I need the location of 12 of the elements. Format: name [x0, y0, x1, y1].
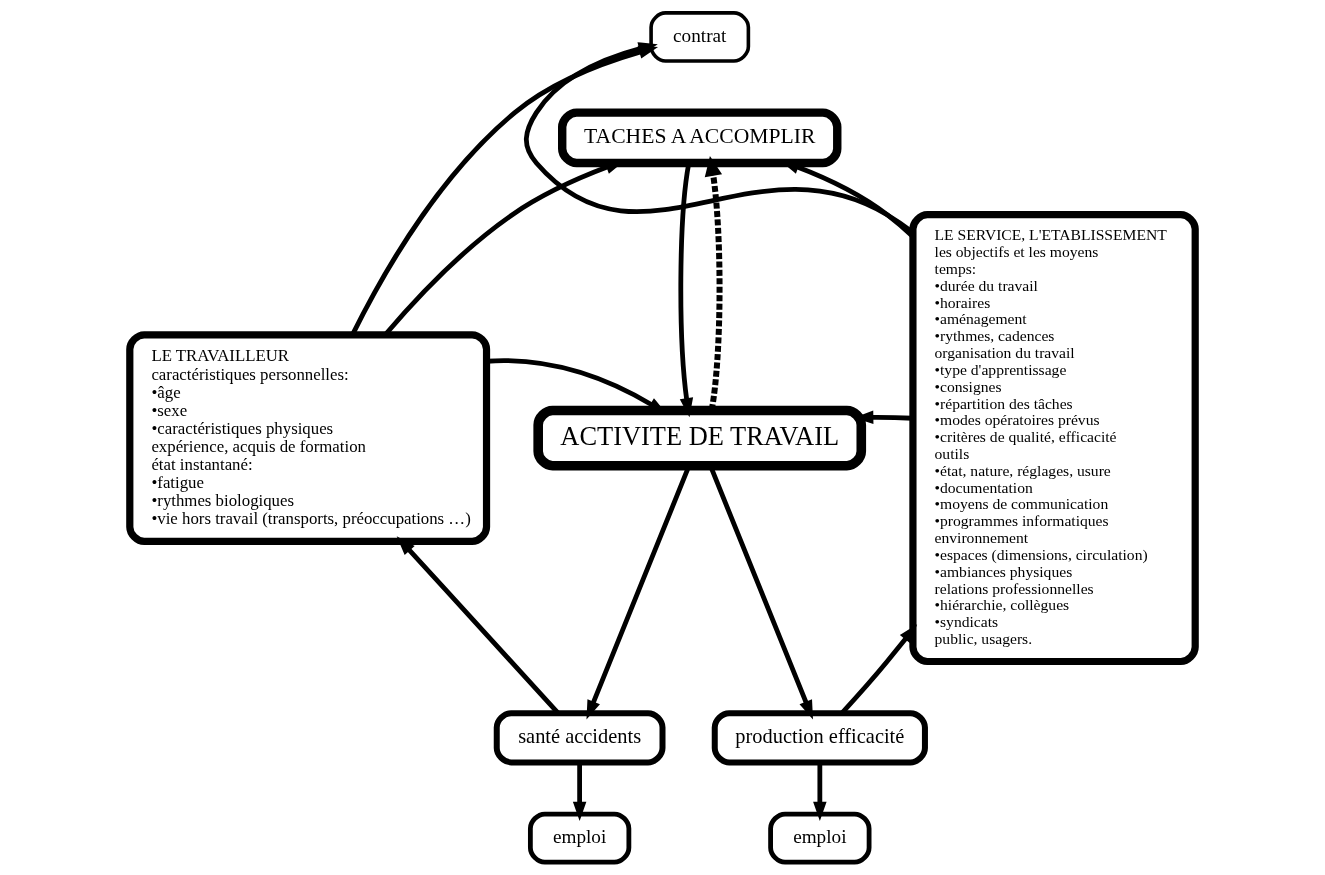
node-box: emploi	[768, 811, 872, 865]
arrow	[813, 762, 827, 821]
node-box: ACTIVITE DE TRAVAIL	[533, 405, 867, 471]
node-box: contrat	[649, 11, 751, 63]
node-box: LE TRAVAILLEUR caractéristiques personnelles: •âge •sexe •caractéristiques physiques expérience, acquis de formation état instantané: •fatigue •rythmes biologiques •vie hors travail (transports, préoccupations …)	[126, 331, 491, 545]
node-box: TACHES A ACCOMPLIR	[558, 108, 842, 168]
node-box: LE SERVICE, L'ETABLISSEMENT les objectifs et les moyens temps: •durée du travail •horaires •aménagement •rythmes, cadences organisation du travail •type d'apprentissage •consignes •répartition des tâches •modes opératoires prévus •critères de qualité, efficacité outils •état, nature, réglages, usure •documentation •moyens de communication •programmes informatiques environnement •espaces (dimensions, circulation) •ambiances physiques relations professionnelles •hiérarchie, collègues •syndicats public, usagers.	[909, 211, 1199, 666]
node-box: emploi	[528, 811, 632, 865]
node-box: production efficacité	[711, 710, 928, 766]
arrow	[572, 762, 587, 821]
node-box: santé accidents	[493, 710, 666, 766]
arrow	[678, 163, 694, 418]
